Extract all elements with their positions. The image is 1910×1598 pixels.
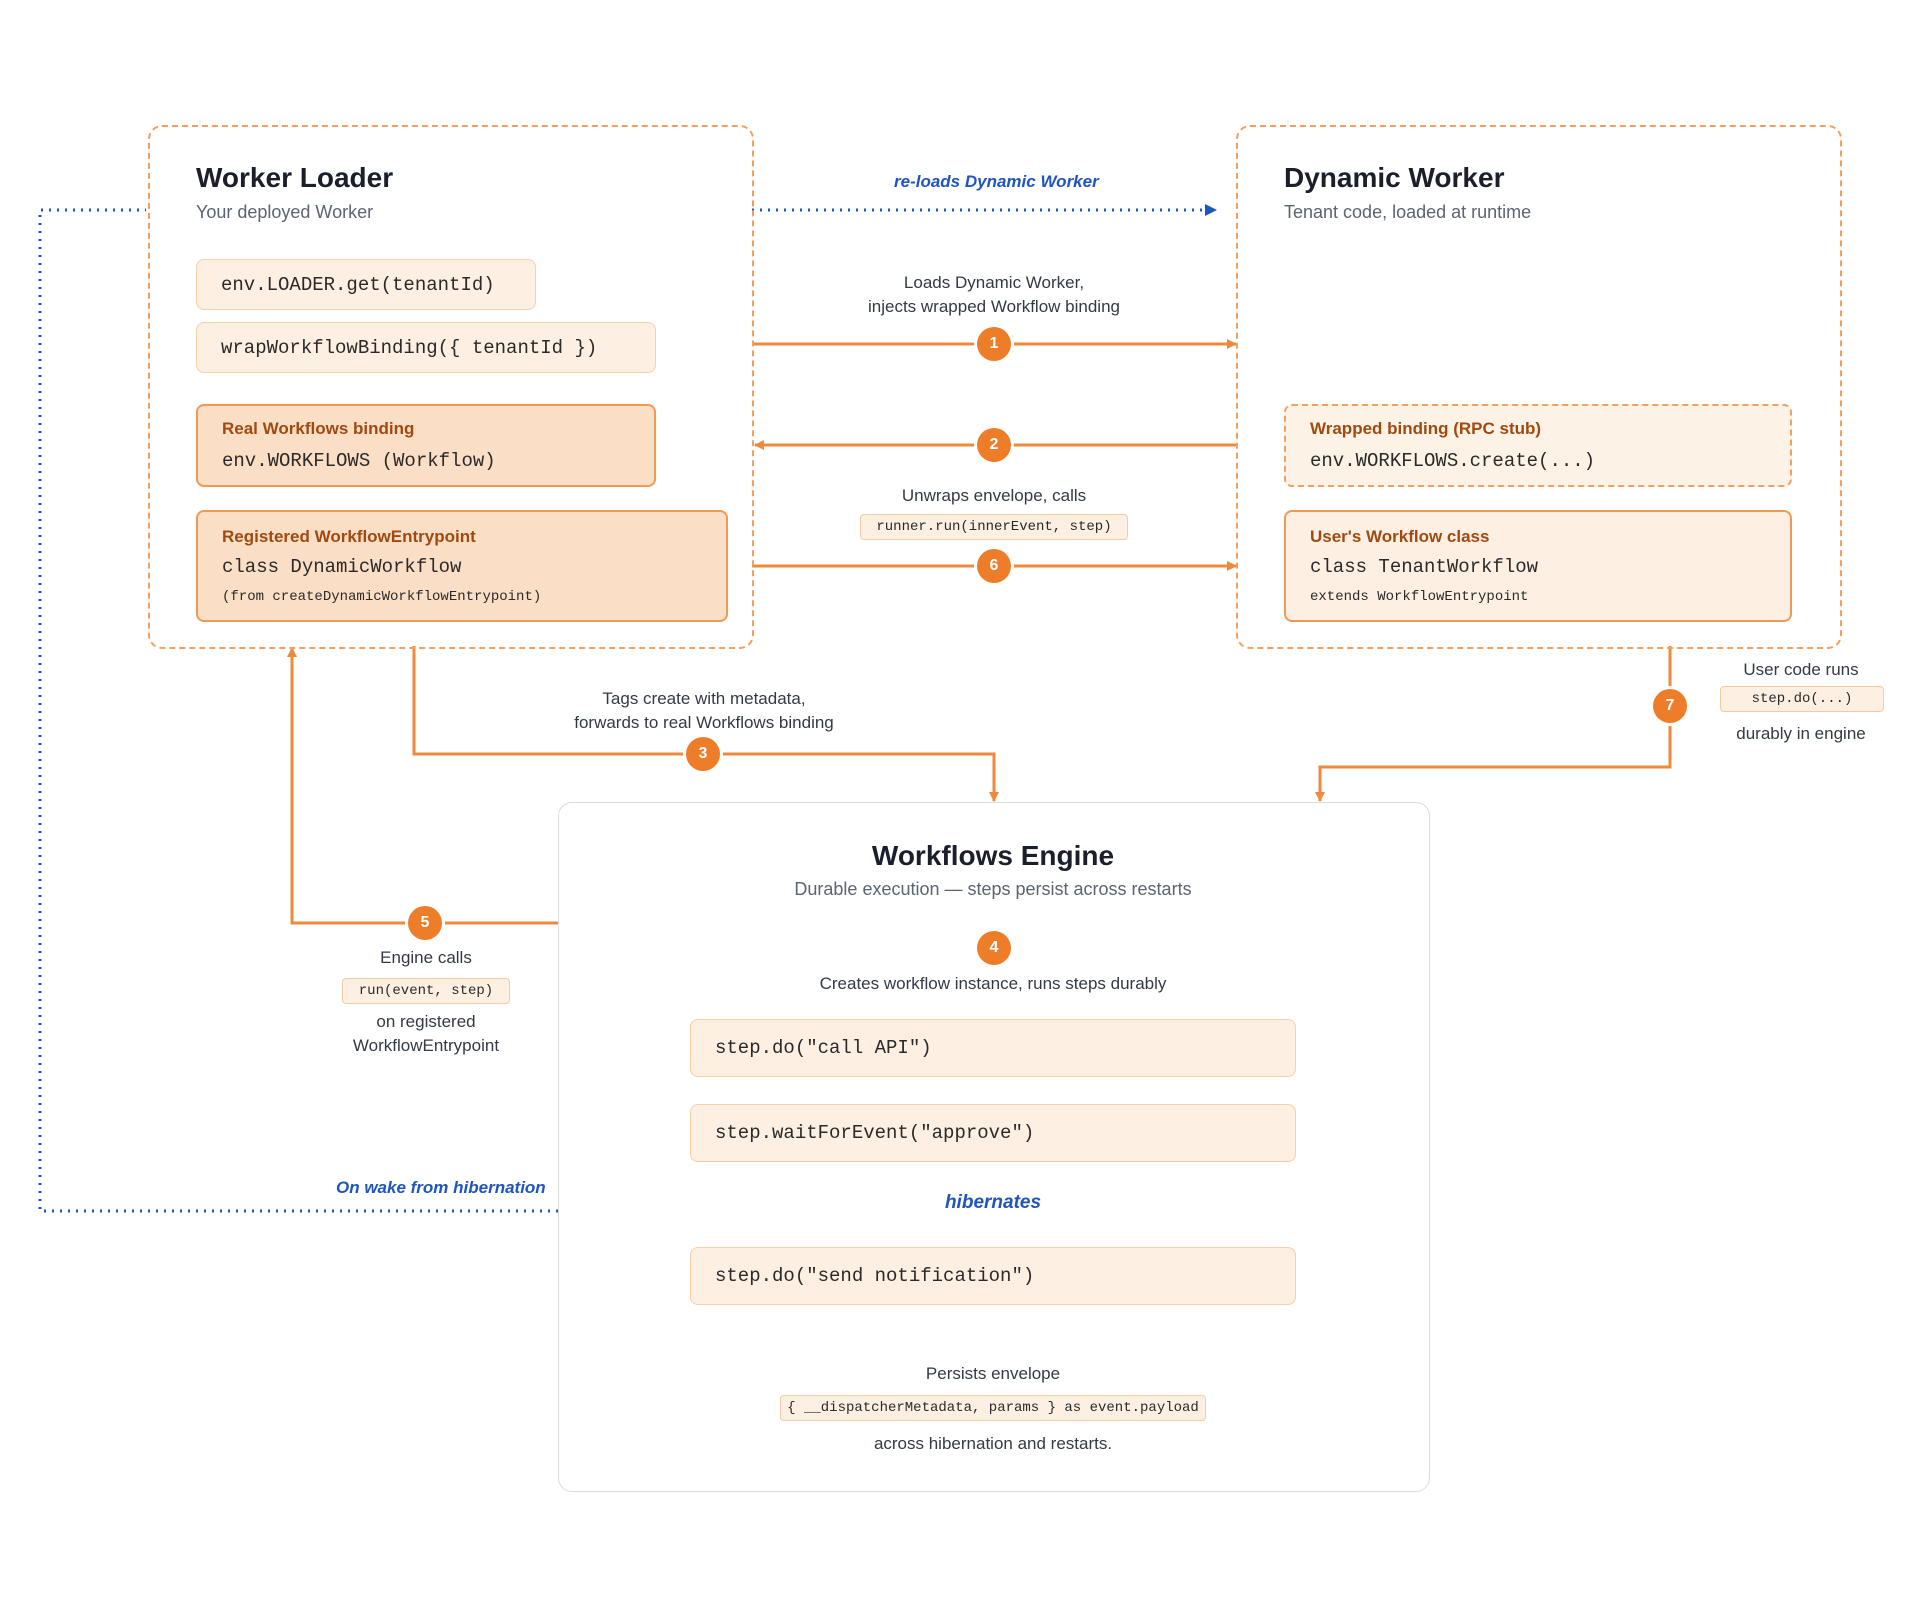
wake-label: On wake from hibernation: [336, 1178, 546, 1197]
badge-2: 2: [977, 428, 1011, 462]
step-box-wait-approve: step.waitForEvent("approve"): [690, 1104, 1296, 1162]
step-code-send-notification: step.do("send notification"): [715, 1265, 1035, 1287]
badge-7: 7: [1653, 689, 1687, 723]
user-workflow-class-note: extends WorkflowEntrypoint: [1310, 589, 1529, 605]
registered-entrypoint-label: Registered WorkflowEntrypoint: [222, 527, 476, 546]
step-box-send-notification: step.do("send notification"): [690, 1247, 1296, 1305]
persist-line-1: Persists envelope: [925, 1364, 1061, 1383]
engine-subtitle: Durable execution — steps persist across…: [794, 879, 1192, 899]
unwraps-code: runner.run(innerEvent, step): [860, 514, 1128, 540]
step7-code: step.do(...): [1720, 686, 1884, 712]
persist-envelope-code: { __dispatcherMetadata, params } as even…: [780, 1395, 1206, 1421]
real-binding-label: Real Workflows binding: [222, 419, 415, 438]
real-binding-box: Real Workflows binding env.WORKFLOWS (Wo…: [196, 404, 656, 487]
user-workflow-class-code: class TenantWorkflow: [1310, 556, 1539, 578]
wrap-binding-box: wrapWorkflowBinding({ tenantId }): [196, 322, 656, 373]
wrap-binding-code: wrapWorkflowBinding({ tenantId }): [221, 336, 598, 359]
worker-loader-subtitle: Your deployed Worker: [196, 202, 374, 222]
step5-line3: WorkflowEntrypoint: [352, 1036, 500, 1055]
step3-line1: Tags create with metadata,: [602, 689, 806, 708]
step1-line2: injects wrapped Workflow binding: [868, 297, 1120, 316]
step-box-call-api: step.do("call API"): [690, 1019, 1296, 1077]
wrapped-binding-box: Wrapped binding (RPC stub) env.WORKFLOWS…: [1284, 404, 1792, 487]
step7-line2: durably in engine: [1736, 724, 1866, 743]
engine-title: Workflows Engine: [871, 840, 1115, 871]
registered-entrypoint-box: Registered WorkflowEntrypoint class Dyna…: [196, 510, 728, 622]
user-workflow-class-label: User's Workflow class: [1310, 527, 1490, 546]
step5-line2: on registered: [376, 1012, 476, 1031]
hibernates-label: hibernates: [944, 1192, 1042, 1213]
registered-entrypoint-code: class DynamicWorkflow: [222, 556, 462, 578]
persist-line-2: across hibernation and restarts.: [873, 1434, 1113, 1453]
step-code-wait-approve: step.waitForEvent("approve"): [715, 1122, 1035, 1144]
step5-line1: Engine calls: [380, 948, 472, 967]
real-binding-code: env.WORKFLOWS (Workflow): [222, 450, 496, 472]
dynamic-worker-subtitle: Tenant code, loaded at runtime: [1284, 202, 1532, 222]
step5-code: run(event, step): [342, 978, 510, 1004]
badge-3: 3: [686, 737, 720, 771]
badge-4: 4: [977, 931, 1011, 965]
reloads-label: re-loads Dynamic Worker: [894, 172, 1099, 191]
arrow-5: [287, 647, 558, 925]
engine-step4-text: Creates workflow instance, runs steps du…: [819, 974, 1167, 993]
wrapped-binding-code: env.WORKFLOWS.create(...): [1310, 450, 1596, 472]
loader-get-code: env.LOADER.get(tenantId): [221, 273, 495, 296]
registered-entrypoint-note: (from createDynamicWorkflowEntrypoint): [222, 589, 542, 605]
step1-line1: Loads Dynamic Worker,: [903, 273, 1085, 292]
worker-loader-panel: [148, 125, 754, 649]
user-workflow-class-box: User's Workflow class class TenantWorkfl…: [1284, 510, 1792, 622]
step-code-call-api: step.do("call API"): [715, 1037, 932, 1059]
step3-line2: forwards to real Workflows binding: [574, 713, 834, 732]
wrapped-binding-label: Wrapped binding (RPC stub): [1310, 419, 1542, 438]
badge-6: 6: [977, 549, 1011, 583]
step7-line1: User code runs: [1743, 660, 1859, 679]
badge-5: 5: [408, 906, 442, 940]
worker-loader-title: Worker Loader: [196, 162, 394, 193]
dynamic-worker-panel: [1236, 125, 1842, 649]
unwraps-label: Unwraps envelope, calls: [901, 486, 1087, 505]
badge-1: 1: [977, 327, 1011, 361]
arrow-7: [1315, 646, 1672, 802]
dynamic-worker-title: Dynamic Worker: [1284, 162, 1505, 193]
loader-get-box: env.LOADER.get(tenantId): [196, 259, 536, 310]
